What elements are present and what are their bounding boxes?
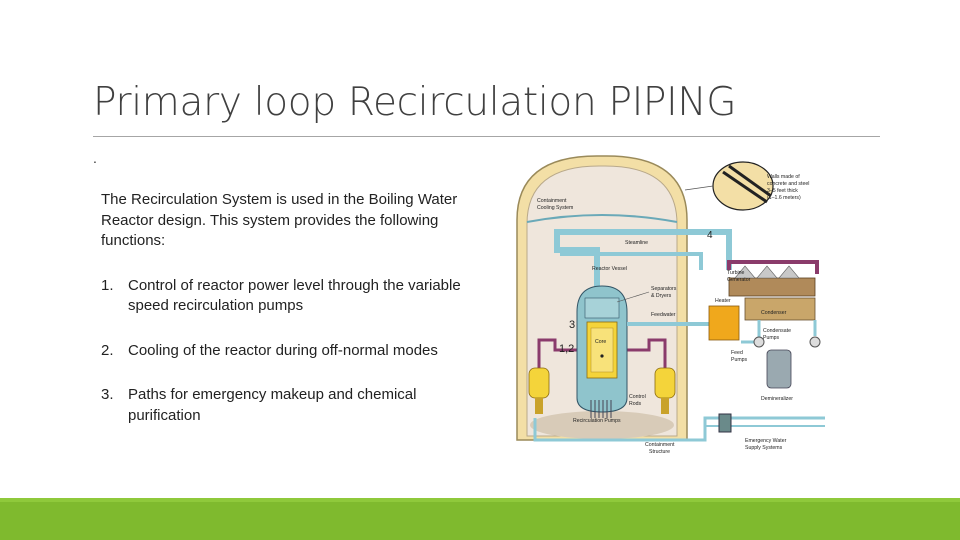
recirc-pump-left (528, 367, 550, 399)
reactor-vessel-label: Reactor Vessel (592, 266, 627, 272)
svg-text:Pumps: Pumps (763, 335, 780, 341)
svg-text:Structure: Structure (649, 449, 670, 455)
condenser (744, 297, 816, 321)
condensate-label: Condensate (763, 328, 791, 334)
feed-pumps-label: Feed (731, 350, 743, 356)
separators-label: Separators (651, 286, 677, 292)
list-item: 1. Control of reactor power level throug… (101, 276, 471, 317)
svg-text:& Dryers: & Dryers (651, 293, 672, 299)
list-text: Control of reactor power level through t… (128, 276, 461, 315)
heater-label: Heater (715, 298, 731, 304)
slide-title: Primary loop Recirculation PIPING (93, 80, 737, 125)
separators-dryers (584, 297, 620, 319)
body-text: The Recirculation System is used in the … (101, 190, 471, 450)
svg-text:Cooling System: Cooling System (537, 205, 573, 211)
control-rods (590, 400, 612, 418)
containment-floor (530, 411, 674, 439)
emergency-pump (718, 413, 732, 433)
cooling-spray-line (526, 214, 678, 223)
recirc-loop-left (537, 338, 589, 370)
turbine-generator-label: Turbine (727, 270, 745, 276)
feed-pump (809, 336, 821, 348)
list-number: 3. (101, 386, 114, 403)
svg-text:concrete and steel: concrete and steel (767, 181, 809, 187)
steamline-number: 4 (707, 230, 713, 241)
core-label: Core (595, 339, 606, 345)
list-number: 2. (101, 341, 114, 359)
steamline-pipe (554, 229, 732, 300)
list-number: 1. (101, 276, 114, 294)
demineralizer (766, 349, 792, 389)
svg-text:Supply Systems: Supply Systems (745, 445, 783, 451)
control-rods-label: Control (629, 394, 646, 400)
containment-structure-label: Containment (645, 442, 675, 448)
demineralizer-label: Demineralizer (761, 396, 793, 402)
svg-text:3–5 feet thick: 3–5 feet thick (767, 188, 798, 194)
core-number: 1,2 (559, 343, 574, 355)
list-text: Paths for emergency makeup and chemical … (128, 386, 417, 424)
recirc-loop-right (615, 338, 667, 370)
emergency-label: Emergency Water (745, 438, 787, 444)
recirc-pump-right (654, 367, 676, 399)
list-text: Cooling of the reactor during off-normal… (128, 341, 438, 359)
emergency-pipe (533, 416, 825, 442)
separators-number: 3 (569, 319, 575, 331)
turbine-generator (728, 265, 816, 297)
bwr-diagram: Walls made of concrete and steel 3–5 fee… (505, 150, 845, 462)
walls-label: Walls made of (767, 174, 800, 180)
condenser-label: Condenser (761, 310, 787, 316)
functions-list: 1. Control of reactor power level throug… (101, 276, 471, 427)
turbine-pipe (727, 260, 819, 274)
footer-bar (0, 498, 960, 540)
feedwater-label: Feedwater (651, 312, 676, 318)
svg-text:Generator: Generator (727, 277, 751, 283)
stray-dot: . (93, 150, 97, 166)
list-item: 2. Cooling of the reactor during off-nor… (101, 341, 471, 362)
list-item: 3. Paths for emergency makeup and chemic… (101, 385, 471, 426)
svg-text:(1–1.6 meters): (1–1.6 meters) (767, 195, 801, 201)
svg-text:Pumps: Pumps (731, 357, 748, 363)
steamline-label: Steamline (625, 240, 648, 246)
recirc-pumps-label: Recirculation Pumps (573, 418, 621, 424)
title-divider (93, 136, 880, 137)
svg-text:Rods: Rods (629, 401, 642, 407)
intro-paragraph: The Recirculation System is used in the … (101, 191, 458, 249)
condensate-pump (753, 336, 765, 348)
containment-cooling-label: Containment (537, 198, 567, 204)
heater-box (708, 305, 740, 341)
